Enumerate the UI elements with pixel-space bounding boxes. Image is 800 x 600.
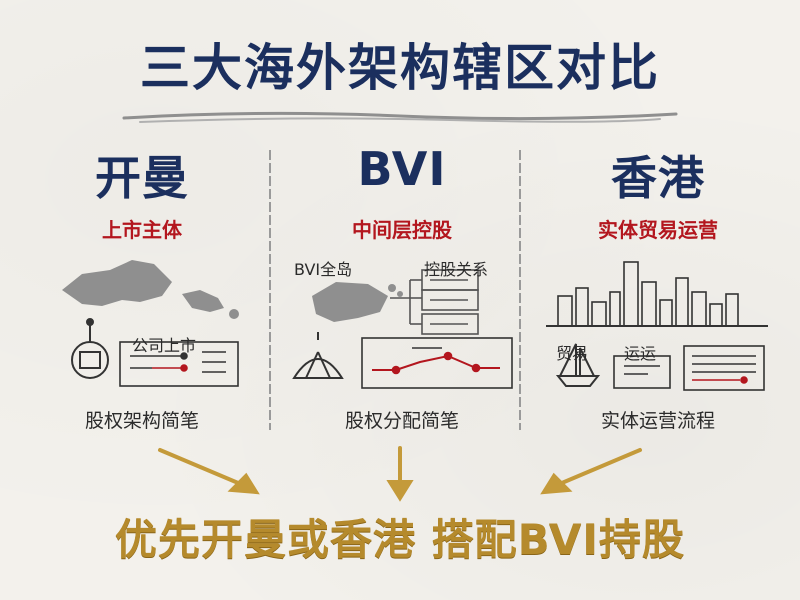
column-title: 香港 [611, 151, 705, 205]
conclusion-text: 优先开曼或香港 搭配BVI持股 [114, 515, 686, 564]
sailboat-icon [555, 343, 601, 387]
document-icon [683, 345, 765, 391]
gold-arrow-icon [386, 446, 414, 502]
org-chart-icon [119, 341, 239, 387]
arrows-group [158, 446, 642, 502]
building-seal-icon [71, 318, 109, 379]
cargo-box-icon [613, 355, 671, 389]
column-title: BVI [357, 142, 447, 196]
column-divider-2 [519, 150, 521, 430]
diagram-label: 贸易 [556, 344, 589, 363]
column-subtitle: 实体贸易运营 [598, 218, 718, 242]
column-caption: 股权分配简笔 [344, 410, 459, 432]
bvi-sketch [292, 269, 513, 389]
column-subtitle: 上市主体 [102, 218, 182, 242]
column-caption: 股权架构简笔 [84, 410, 199, 432]
diagram-label: 控股关系 [424, 260, 489, 279]
line-chart-icon [361, 337, 513, 389]
diagram-label: BVI全岛 [294, 260, 353, 279]
column-divider-1 [269, 150, 271, 430]
pie-tent-icon [292, 332, 344, 379]
page-title: 三大海外架构辖区对比 [140, 39, 660, 97]
column-title: 开曼 [95, 151, 189, 205]
column-subtitle: 中间层控股 [352, 218, 452, 242]
column-cayman: 开曼 上市主体 公司上市 股权架构简笔 [12, 142, 272, 442]
hongkong-sketch [546, 261, 768, 391]
diagram-label: 运运 [624, 344, 657, 363]
diagram-label: 公司上市 [132, 336, 197, 355]
org-chart-icon [390, 269, 479, 335]
gold-arrow-icon [158, 448, 260, 495]
skyline-icon [546, 261, 768, 327]
title-underline [122, 111, 678, 123]
column-caption: 实体运营流程 [600, 410, 715, 432]
column-bvi: BVI 中间层控股 [272, 142, 532, 442]
bvi-map-icon [312, 282, 403, 322]
cayman-map-icon [62, 260, 239, 319]
cayman-sketch [62, 260, 239, 387]
gold-arrow-icon [540, 448, 642, 495]
column-hongkong: 香港 实体贸易运营 [528, 142, 788, 442]
